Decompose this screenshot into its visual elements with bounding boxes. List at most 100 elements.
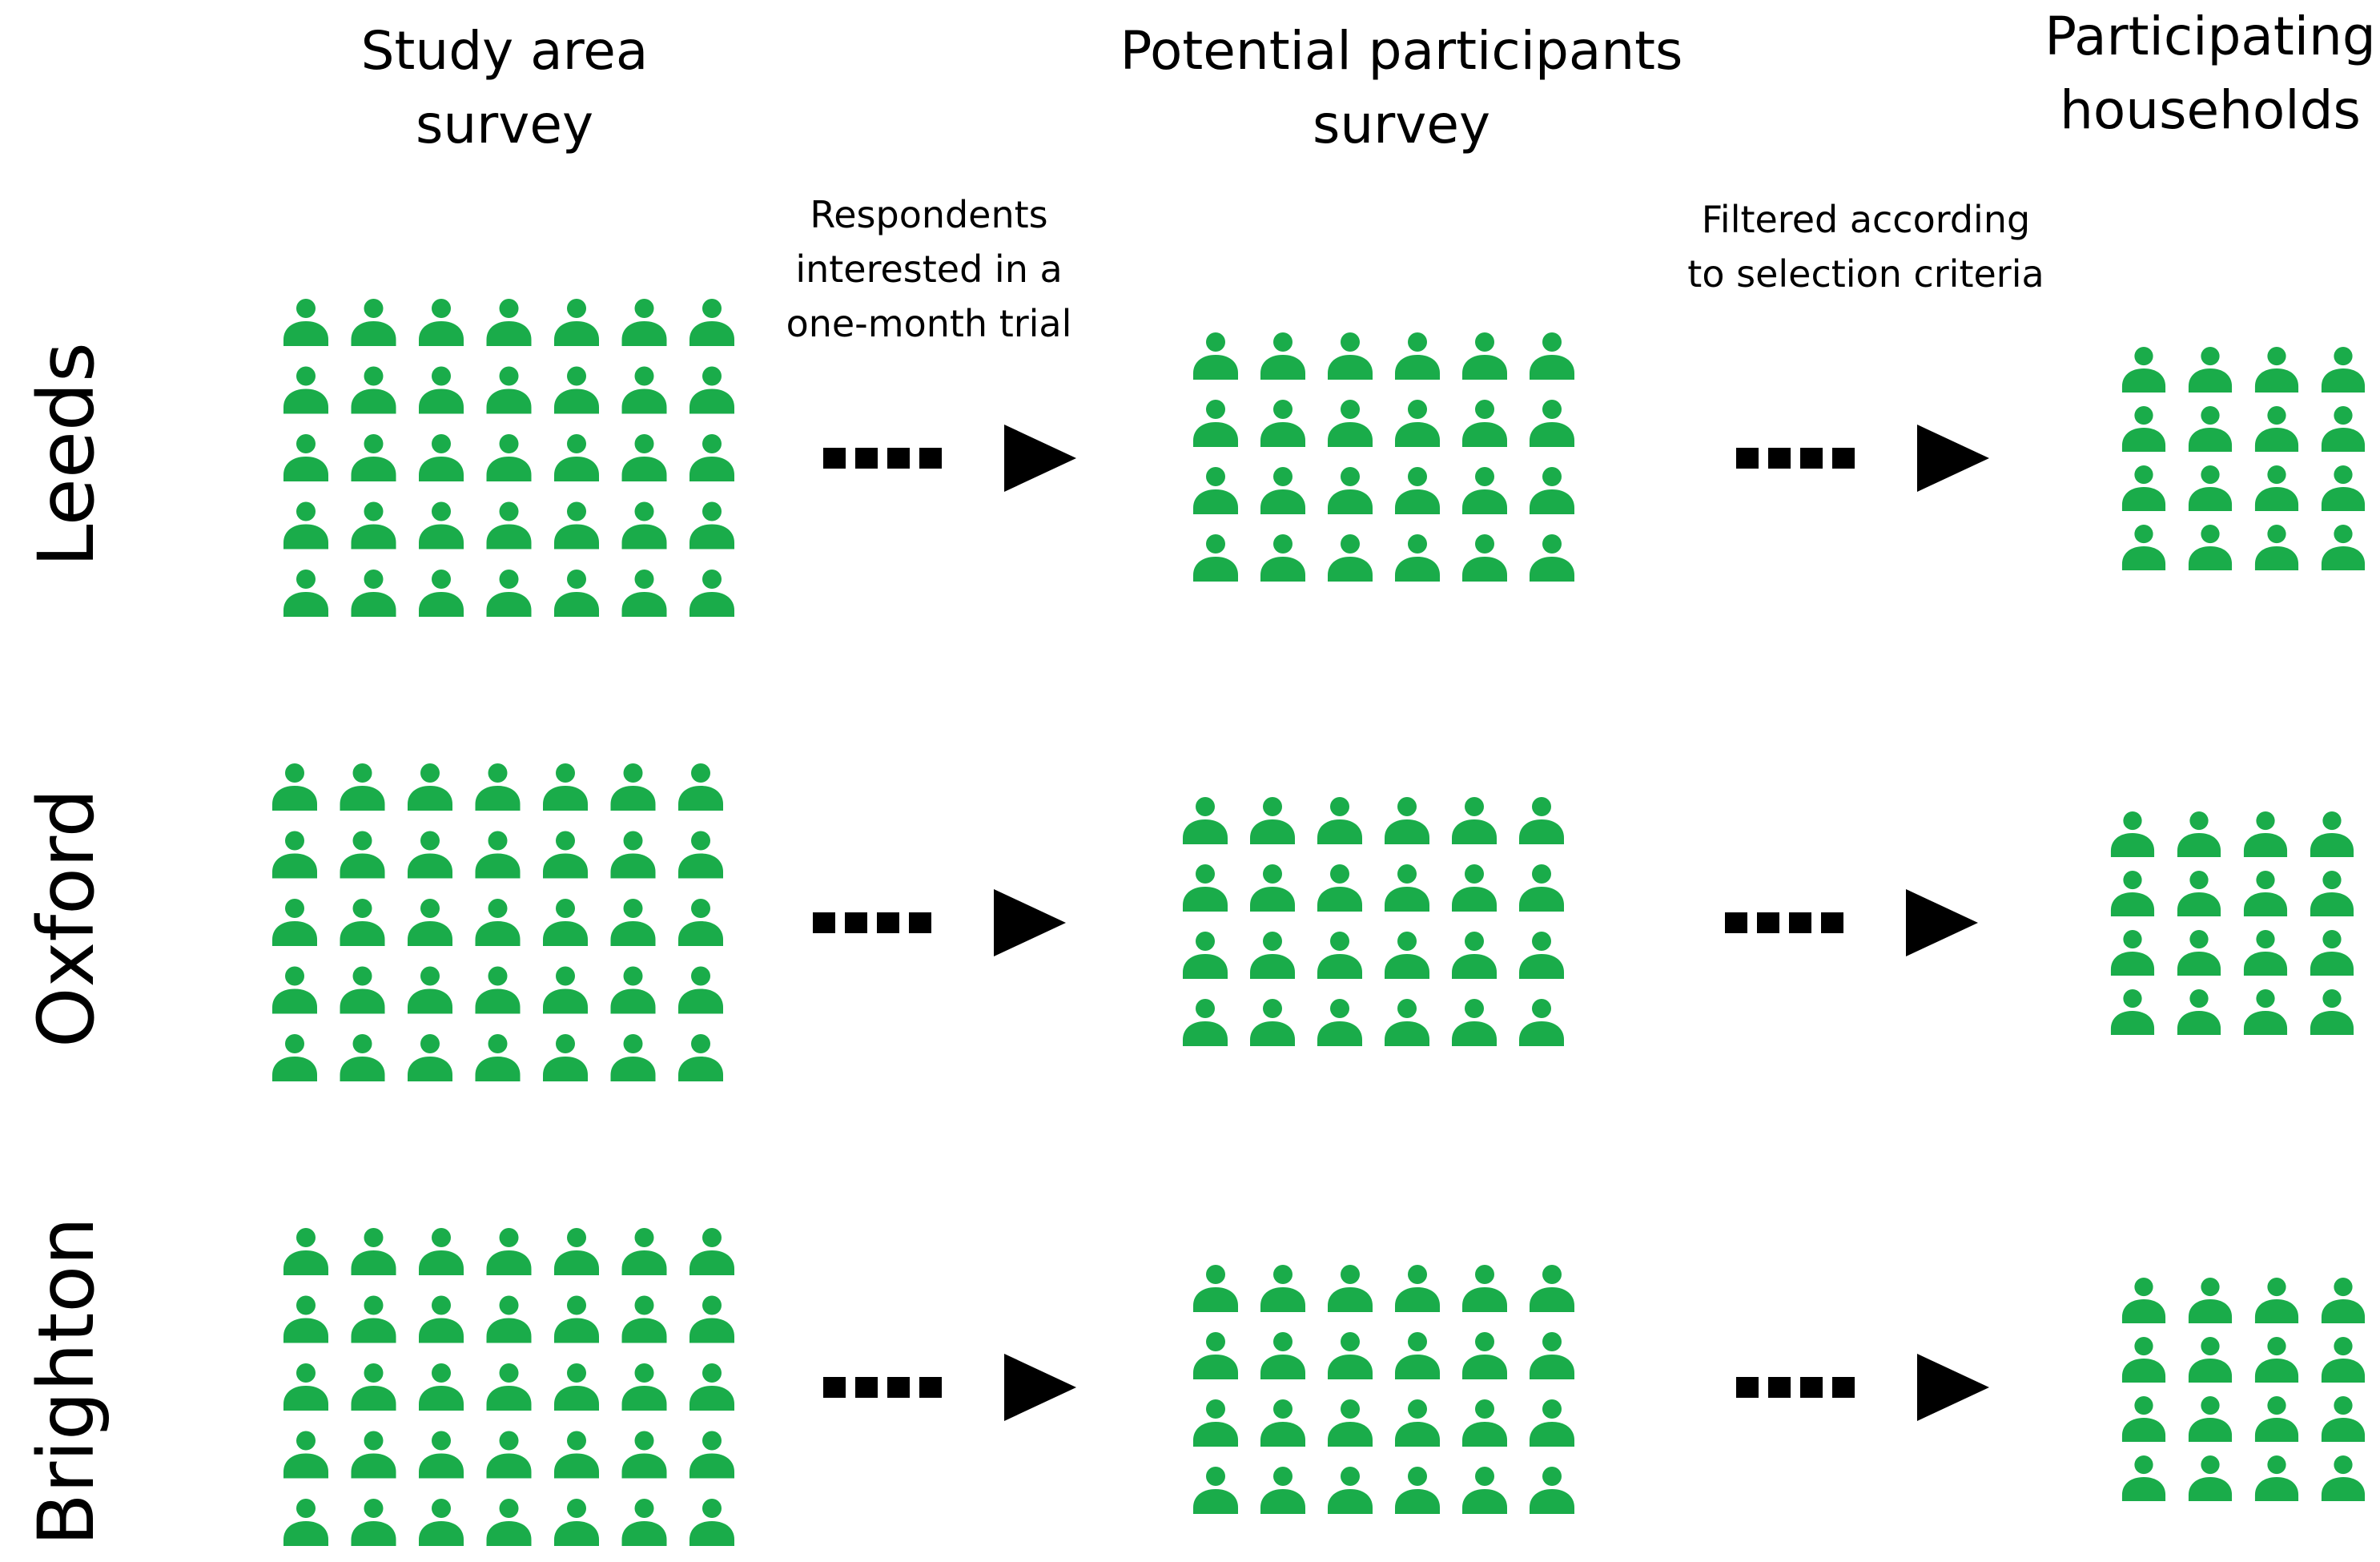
person-icon (1260, 1332, 1305, 1379)
arrow-head-icon (1004, 425, 1076, 492)
person-icon (2188, 524, 2233, 570)
person-icon (486, 1431, 532, 1479)
person-icon (1462, 1332, 1507, 1379)
column-heading-line: survey (1312, 94, 1491, 155)
person-icon (1193, 467, 1238, 514)
arrow-dash (1725, 912, 1747, 933)
person-icon (554, 1431, 599, 1479)
person-icon (1530, 1467, 1574, 1514)
arrow-dash (1832, 448, 1855, 469)
person-icon (1193, 332, 1238, 380)
person-icon (272, 763, 317, 811)
person-icon (1328, 400, 1373, 447)
arrow-dash (909, 912, 931, 933)
person-icon (283, 366, 328, 414)
person-icon (1260, 400, 1305, 447)
person-icon (340, 831, 385, 879)
person-icon (2310, 988, 2354, 1035)
person-icon (678, 831, 723, 879)
person-icon (689, 1499, 734, 1546)
person-icon (351, 434, 396, 481)
person-icon (1193, 1265, 1238, 1312)
person-icon (486, 1295, 532, 1343)
person-icon (1385, 932, 1429, 979)
person-icon (689, 366, 734, 414)
column-heading-line: Participating (2044, 6, 2376, 67)
person-icon (610, 1034, 656, 1081)
person-icon (475, 831, 521, 879)
person-icon (408, 763, 452, 811)
arrow-dash (845, 912, 867, 933)
person-icon (621, 366, 667, 414)
person-icon (2177, 870, 2221, 916)
arrow-dash (919, 448, 942, 469)
person-icon (610, 831, 656, 879)
person-icon (2177, 929, 2221, 976)
person-icon (1395, 534, 1440, 582)
person-icon (2254, 1455, 2299, 1501)
dotted-arrow-to-potential (823, 1354, 1076, 1421)
dotted-arrow-to-households (1725, 889, 1978, 956)
person-icon (419, 299, 464, 346)
person-icon (678, 899, 723, 946)
person-icon (1328, 534, 1373, 582)
person-icon (1193, 1332, 1238, 1379)
person-icon (419, 1431, 464, 1479)
person-icon (543, 966, 588, 1014)
person-icon (2121, 1395, 2166, 1442)
person-icon (1395, 1399, 1440, 1447)
arrow-dash (823, 1377, 846, 1398)
arrow-dash (877, 912, 899, 933)
person-icon (2254, 405, 2299, 452)
person-icon (1462, 400, 1507, 447)
arrow-dash (1736, 1377, 1759, 1398)
person-icon (1317, 932, 1362, 979)
person-icon (486, 434, 532, 481)
dotted-arrow-to-potential (813, 889, 1066, 956)
person-icon (1530, 332, 1574, 380)
person-icon (419, 570, 464, 617)
person-icon (1260, 1265, 1305, 1312)
column-heading-study-area-survey: Study area survey (264, 14, 745, 162)
person-icon (1395, 467, 1440, 514)
person-icon (1183, 797, 1228, 844)
person-icon (340, 1034, 385, 1081)
column-heading-line: Study area (360, 20, 649, 82)
person-icon (1462, 534, 1507, 582)
person-icon (2121, 405, 2166, 452)
person-icon (621, 570, 667, 617)
person-icon (1260, 467, 1305, 514)
person-icon (1183, 864, 1228, 912)
person-icon (554, 570, 599, 617)
person-icon (2321, 1277, 2366, 1323)
person-icon (554, 1499, 599, 1546)
arrow-head-icon (1004, 1354, 1076, 1421)
person-icon (419, 1228, 464, 1275)
person-icon (2110, 870, 2155, 916)
person-icon (1317, 999, 1362, 1046)
dotted-arrow-to-households (1736, 425, 1989, 492)
person-icon (408, 1034, 452, 1081)
arrow-head-icon (1917, 1354, 1989, 1421)
arrow-dash (1768, 1377, 1791, 1398)
person-icon (1530, 400, 1574, 447)
person-icon (2310, 870, 2354, 916)
person-icon (1328, 332, 1373, 380)
person-icon (486, 1228, 532, 1275)
person-icon (543, 831, 588, 879)
person-icon (340, 899, 385, 946)
person-icon (2310, 929, 2354, 976)
person-icon (1519, 864, 1564, 912)
arrow-dash (1800, 448, 1823, 469)
arrow-head-icon (1906, 889, 1978, 956)
person-icon (554, 1295, 599, 1343)
person-icon (351, 570, 396, 617)
person-icon (1519, 999, 1564, 1046)
arrow-dash (1736, 448, 1759, 469)
person-icon (1193, 534, 1238, 582)
person-icon (272, 831, 317, 879)
person-icon (1519, 797, 1564, 844)
person-icon (1395, 1467, 1440, 1514)
person-icon (2121, 524, 2166, 570)
person-icon (1452, 797, 1497, 844)
